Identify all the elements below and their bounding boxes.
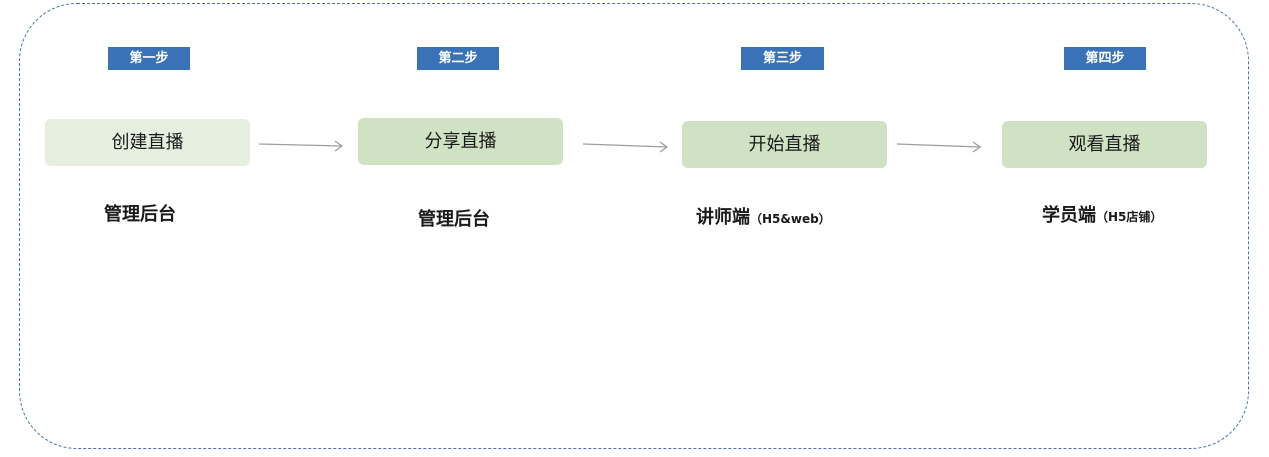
step-4-role-note: （H5店铺） (1096, 210, 1163, 224)
step-1-role: 管理后台 (104, 203, 176, 228)
step-1-box: 创建直播 (45, 119, 250, 166)
step-2-role-label: 管理后台 (418, 209, 490, 230)
step-3-role: 讲师端（H5&web） (696, 206, 831, 231)
arrow-right-icon (258, 140, 344, 152)
step-4-role: 学员端（H5店铺） (1042, 204, 1162, 229)
step-4-box: 观看直播 (1002, 121, 1207, 168)
step-2-box: 分享直播 (358, 118, 563, 165)
step-2-badge: 第二步 (417, 47, 499, 70)
step-2-role: 管理后台 (418, 208, 490, 233)
arrow-right-icon (896, 141, 982, 153)
step-4-badge: 第四步 (1064, 47, 1146, 70)
step-1-badge: 第一步 (108, 47, 190, 70)
step-3-role-note: （H5&web） (750, 212, 831, 226)
dashed-frame (19, 3, 1249, 449)
arrow-right-icon (582, 141, 669, 153)
step-3-role-label: 讲师端 (696, 207, 750, 228)
step-4-role-label: 学员端 (1042, 205, 1096, 226)
step-1-role-label: 管理后台 (104, 204, 176, 225)
step-3-box: 开始直播 (682, 121, 887, 168)
step-3-badge: 第三步 (741, 47, 824, 70)
